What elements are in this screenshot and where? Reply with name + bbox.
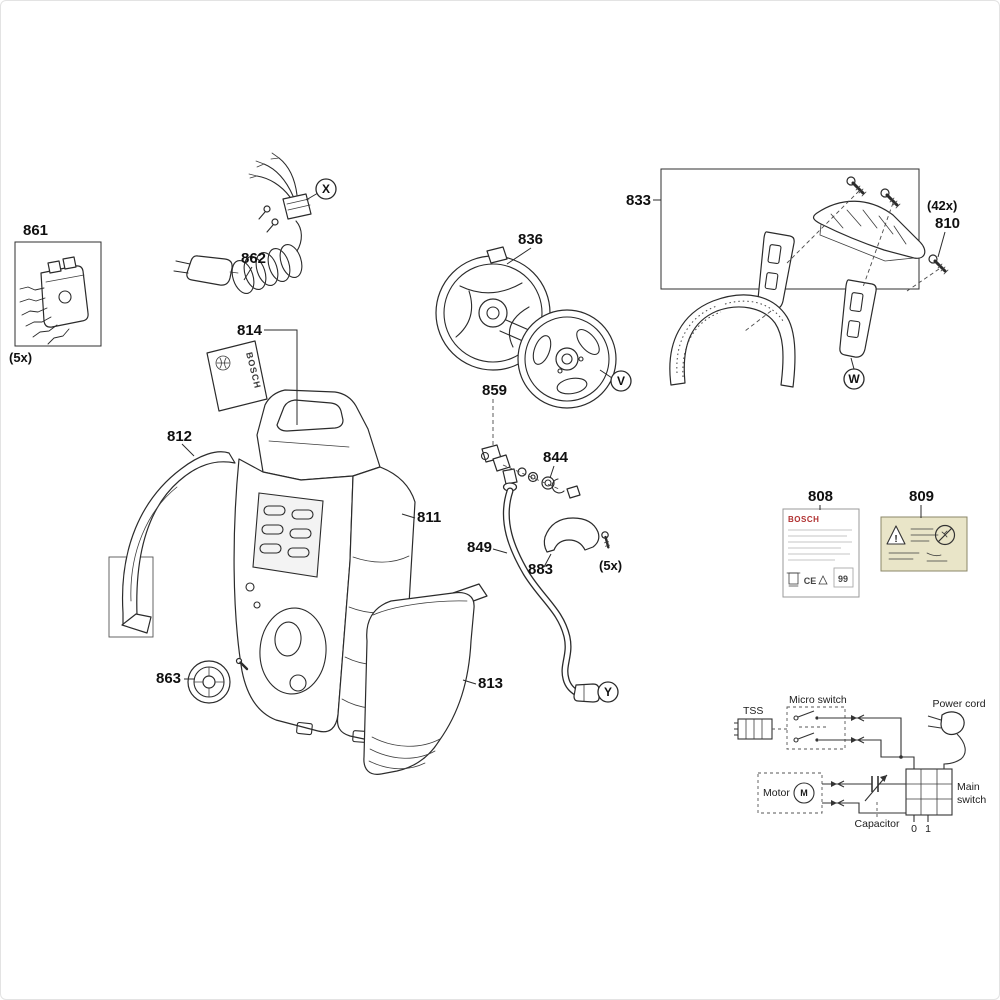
leader-lines (181, 192, 946, 685)
power-cord-label: Power cord (932, 698, 985, 710)
tss-connector-icon (734, 718, 773, 740)
motor-symbol-icon (793, 782, 815, 804)
part-836-hose-reel (435, 246, 617, 409)
view-ref-x: X (322, 182, 330, 196)
wiring-schematic: Micro switch TSS Power cord Motor M (734, 694, 986, 835)
part-812-side-cover (108, 451, 236, 638)
callout-809: 809 (909, 488, 934, 505)
micro-switch-label: Micro switch (789, 694, 847, 706)
prohibition-icon (934, 524, 956, 546)
screw-icon (601, 531, 610, 549)
view-ref-w-circle (843, 368, 865, 390)
callout-810: 810 (935, 215, 960, 232)
part-883-hose-guide (543, 517, 610, 553)
plug-icon (927, 711, 965, 736)
view-ref-v-circle (610, 370, 632, 392)
callouts: 861 (5x) 862 814 836 833 (42x) 810 859 8… (9, 192, 960, 692)
callout-814: 814 (237, 322, 263, 339)
rating-label-code: 99 (838, 574, 848, 584)
screw-icon (235, 657, 249, 671)
callout-812: 812 (167, 428, 192, 445)
callout-808: 808 (808, 488, 833, 505)
assembly-833-handle-group (660, 168, 949, 388)
callout-813: 813 (478, 675, 503, 692)
screw-icon (928, 254, 949, 275)
screw-icon (846, 176, 867, 197)
callout-844: 844 (543, 449, 569, 466)
callout-836: 836 (518, 231, 543, 248)
part-811-housing (233, 389, 416, 743)
callout-861: 861 (23, 222, 48, 239)
callout-833: 833 (626, 192, 651, 209)
qty-861: (5x) (9, 350, 32, 365)
callout-863: 863 (156, 670, 181, 687)
view-ref-x-circle (315, 178, 337, 200)
callout-811: 811 (417, 509, 441, 526)
part-861-pressure-switch (14, 241, 102, 347)
ce-mark: CE (804, 576, 817, 586)
part-814-bosch-sticker: BOSCH (206, 340, 268, 412)
bosch-anchor-logo-icon (215, 355, 231, 371)
part-813-foot-stand (363, 583, 488, 775)
sticker-809-warning-label: ! (880, 516, 968, 572)
callout-862: 862 (241, 250, 266, 267)
qty-883: (5x) (599, 558, 622, 573)
view-ref-y: Y (604, 685, 612, 699)
part-844-coupling-set (517, 467, 581, 499)
part-862-power-cord (173, 152, 312, 295)
main-switch-label-1: Main (957, 781, 980, 793)
warning-triangle-icon (886, 525, 906, 545)
capacitor-symbol-icon (864, 774, 888, 802)
recycle-icon (818, 575, 828, 585)
switch-pos-0: 0 (911, 823, 917, 835)
callout-883: 883 (528, 561, 553, 578)
qty-810: (42x) (927, 198, 957, 213)
main-switch-symbol (905, 768, 953, 822)
weee-bin-icon (786, 572, 801, 587)
sticker-808-rating-label: BOSCH CE 99 (782, 508, 860, 598)
part-863-wheel-cap (187, 657, 249, 704)
part-849-high-pressure-hose (502, 468, 600, 703)
view-references: X V W Y (315, 178, 865, 703)
view-ref-v: V (617, 374, 625, 388)
main-switch-label-2: switch (957, 794, 986, 806)
tss-label: TSS (743, 705, 763, 717)
view-ref-w: W (848, 372, 860, 386)
rating-label-brand: BOSCH (788, 515, 819, 524)
switch-pos-1: 1 (925, 823, 931, 835)
motor-symbol-letter: M (800, 788, 808, 798)
callout-849: 849 (467, 539, 492, 556)
warning-exclamation: ! (894, 534, 897, 545)
motor-label: Motor (763, 787, 790, 799)
part-859-elbow-fitting (480, 444, 511, 472)
callout-859: 859 (482, 382, 507, 399)
view-ref-y-circle (597, 681, 619, 703)
screw-icon (880, 188, 901, 209)
capacitor-label: Capacitor (855, 818, 900, 830)
